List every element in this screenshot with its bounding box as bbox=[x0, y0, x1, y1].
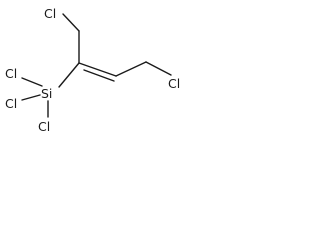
bond-c2-c3-double-outer bbox=[78, 62, 117, 77]
bond-si-cl-left bbox=[21, 94, 41, 101]
bond-c2-c3-double-inner bbox=[83, 69, 115, 82]
atom-si: Si bbox=[41, 86, 52, 101]
atom-cl-si-upper: Cl bbox=[5, 66, 17, 81]
atom-cl-si-left: Cl bbox=[5, 96, 17, 111]
atom-labels: Cl Cl Si Cl Cl Cl bbox=[5, 6, 180, 134]
bond-si-cl-upper bbox=[21, 77, 43, 87]
bond-c2-si bbox=[58, 62, 80, 88]
atom-cl-top: Cl bbox=[44, 6, 56, 21]
bond-ch2-cl-right bbox=[145, 61, 172, 76]
chemical-structure: Cl Cl Si Cl Cl Cl bbox=[5, 6, 180, 134]
bond-cl-top-ch2 bbox=[62, 13, 80, 32]
bond-c3-ch2 bbox=[115, 61, 147, 77]
atom-cl-right: Cl bbox=[168, 76, 180, 91]
atom-cl-si-lower: Cl bbox=[38, 119, 50, 134]
bonds bbox=[21, 13, 172, 118]
